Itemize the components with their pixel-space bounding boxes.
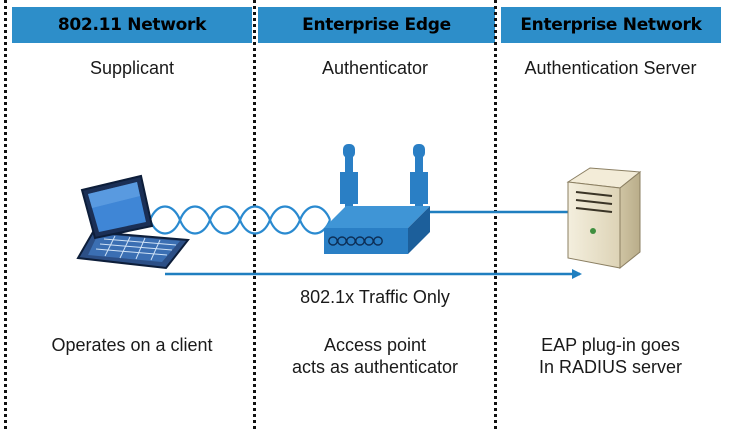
description-line: EAP plug-in goes (541, 335, 680, 355)
description-supplicant: Operates on a client (12, 334, 252, 356)
separator-line-1 (253, 0, 256, 429)
description-line: Access point (323, 335, 427, 355)
traffic-label: 802.1x Traffic Only (300, 287, 450, 307)
header-802-11-network: 802.11 Network (12, 7, 252, 43)
server-icon (566, 167, 642, 270)
role-supplicant: Supplicant (89, 58, 175, 78)
header-enterprise-network: Enterprise Network (501, 7, 721, 43)
description-line: acts as authenticator (291, 357, 459, 377)
laptop-icon (76, 174, 190, 270)
description-line: Operates on a client (51, 335, 213, 355)
description-authentication-server: EAP plug-in goes In RADIUS server (498, 334, 723, 378)
access-point-icon (324, 144, 430, 254)
description-authenticator: Access point acts as authenticator (255, 334, 495, 378)
wireless-signal-icon (148, 205, 332, 235)
separator-line-2 (494, 0, 497, 429)
header-enterprise-edge: Enterprise Edge (258, 7, 495, 43)
role-authenticator: Authenticator (321, 58, 429, 78)
role-authentication-server: Authentication Server (524, 58, 697, 78)
description-line: In RADIUS server (538, 357, 683, 377)
left-border-line (4, 0, 7, 429)
